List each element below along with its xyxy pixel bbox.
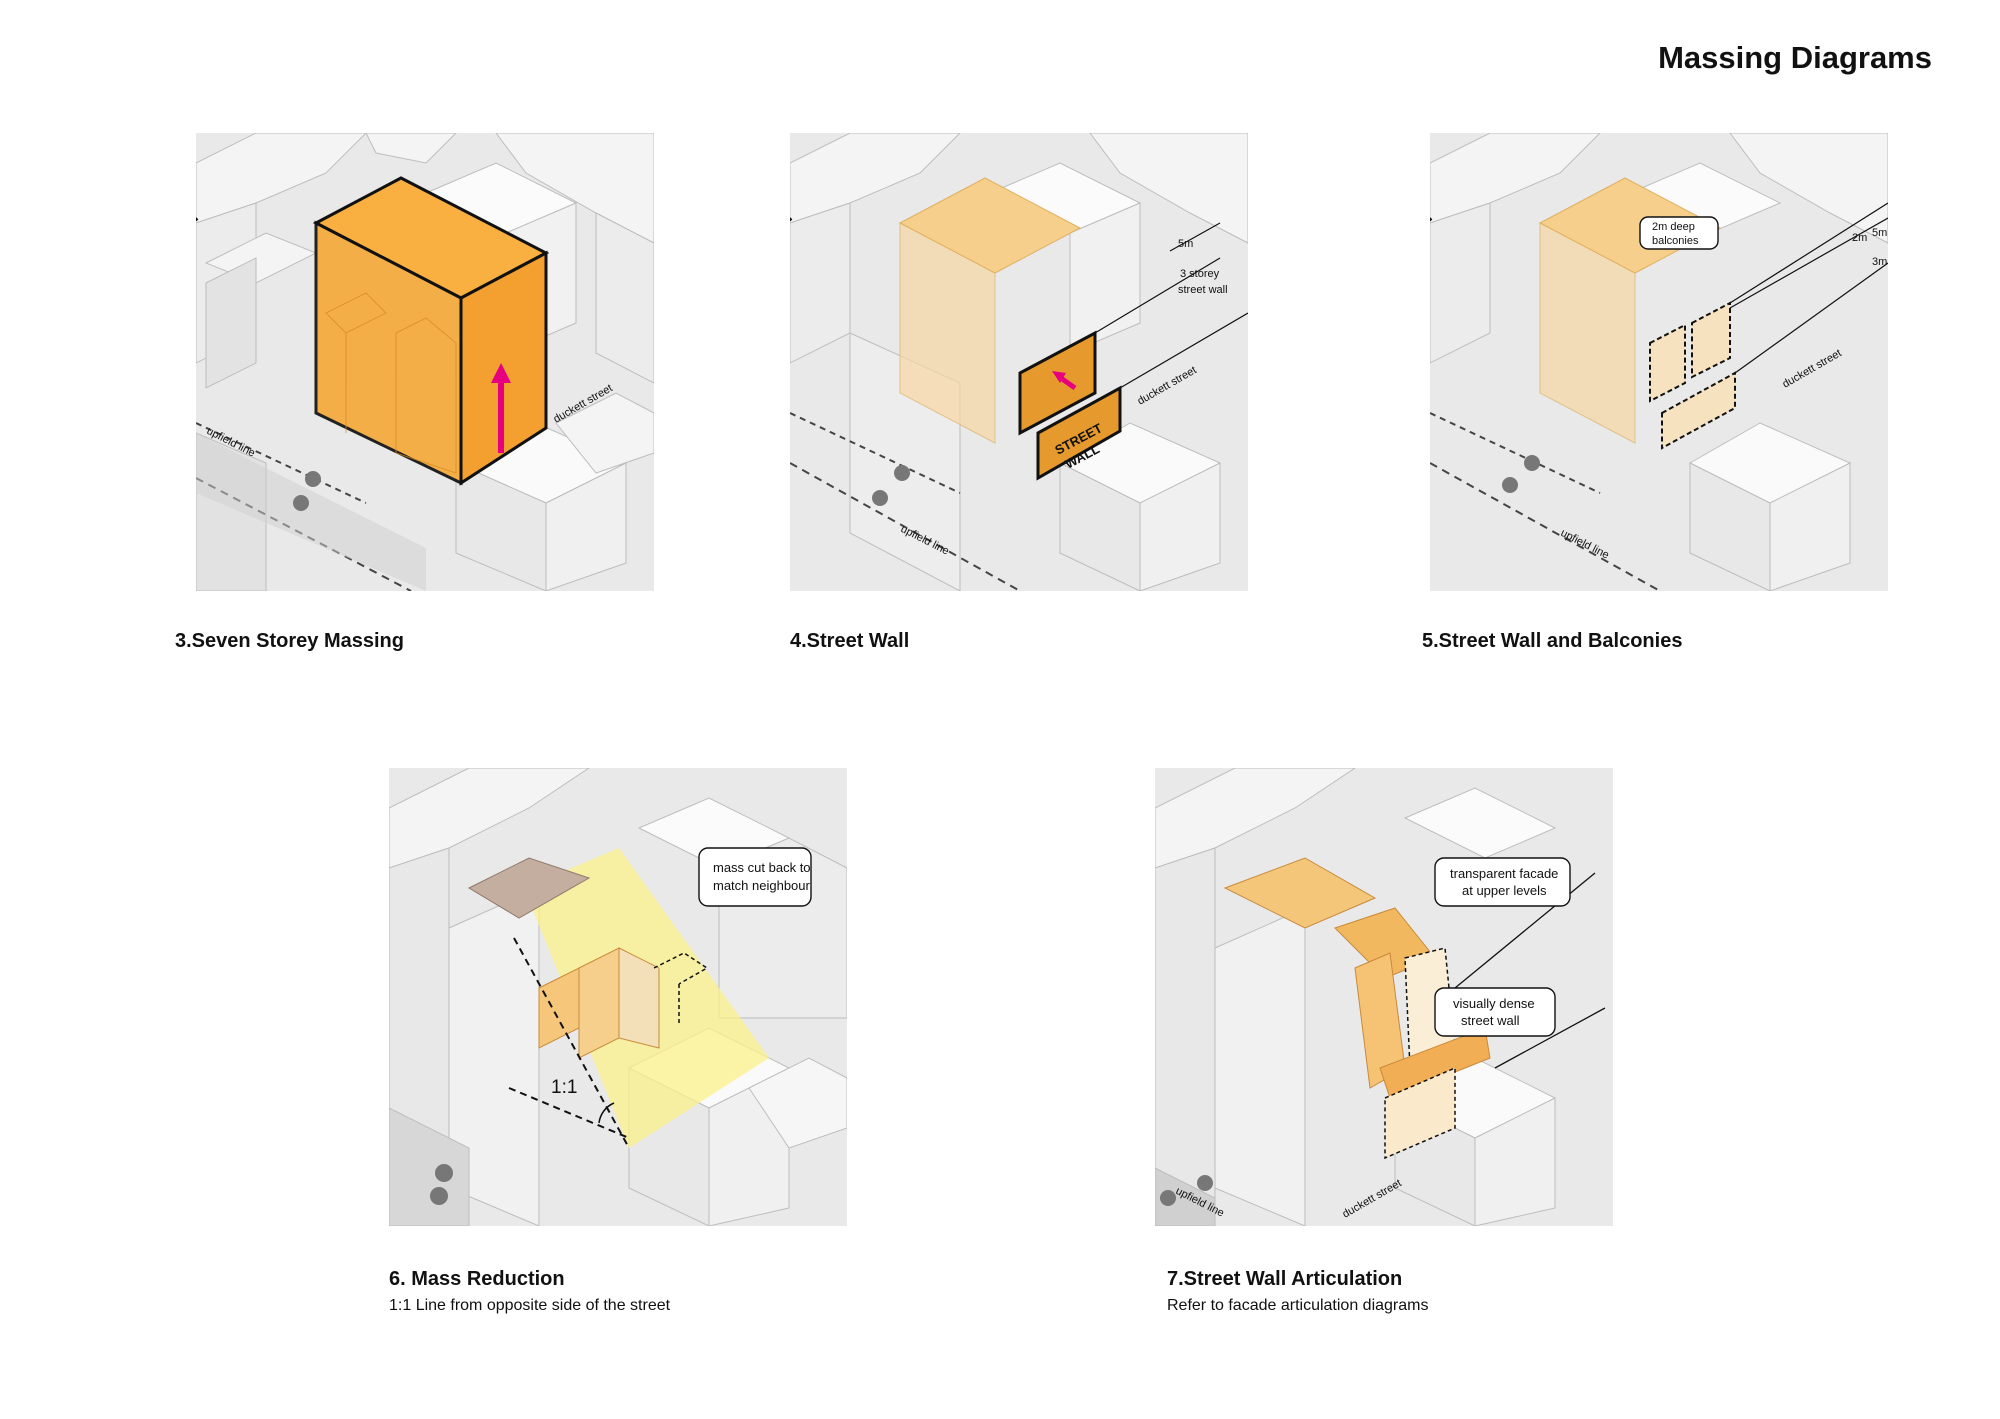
north-arrow-icon: N [790,209,795,227]
station-icon [293,471,321,511]
massing-drawing: N duckett street upfield line [196,133,654,591]
neighbour-roof [467,857,591,919]
diagram-street-wall-articulation: transparent facade at upper levels visua… [1155,768,1613,1226]
north-arrow-icon: N [1430,209,1435,227]
diagram-mass-reduction: 1:1 mass cut back to match neighbour N [389,768,847,1226]
wall-arrow [1052,371,1077,391]
street-label: duckett street [1781,347,1844,390]
station-icon [1502,455,1540,493]
callout-box-b [1434,987,1556,1037]
balconies-drawing: 2m deep balconies 2m 5m 3m N duckett str… [1430,133,1888,591]
callout-a1: transparent facade [1450,866,1558,881]
mass-reduction-drawing: 1:1 mass cut back to match neighbour N [389,768,847,1226]
callout-a2: at upper levels [1462,883,1547,898]
street-label: duckett street [1136,364,1199,407]
callout-1: mass cut back to [713,860,811,875]
rail-label: upfield line [1559,527,1611,562]
subcaption-7: Refer to facade articulation diagrams [1167,1297,1429,1314]
caption-3: 3.Seven Storey Massing [175,630,404,652]
dim-3m: 3m [1872,256,1887,268]
street-wall-drawing: STREET WALL 5m 3 storey street wall N du… [790,133,1248,591]
massing-volume [538,947,660,1059]
caption-4: 4.Street Wall [790,630,910,652]
caption-7: 7.Street Wall Articulation [1167,1268,1403,1290]
massing-volume [1223,857,1491,1160]
diagram-street-wall: STREET WALL 5m 3 storey street wall N du… [790,133,1248,591]
dim-5m: 5m [1178,238,1193,250]
station-icon [1160,1175,1213,1206]
callout-box-a [1434,857,1571,907]
station-icon [430,1164,453,1205]
ratio-label: 1:1 [551,1077,577,1098]
svg-text:N: N [790,209,795,227]
dim-text-2: street wall [1178,284,1228,296]
dim-text-1: 3 storey [1180,268,1220,280]
callout-box [698,847,812,907]
articulation-drawing: transparent facade at upper levels visua… [1155,768,1606,1226]
diagram-street-wall-balconies: 2m deep balconies 2m 5m 3m N duckett str… [1430,133,1888,591]
diagram-seven-storey-massing: N duckett street upfield line [196,133,654,591]
page-title: Massing Diagrams [1658,40,1932,75]
north-arrow-icon: N [196,209,201,227]
balcony-outlines [1649,301,1736,450]
svg-text:N: N [196,209,201,227]
callout-box [1639,216,1719,250]
svg-text:N: N [1430,209,1435,227]
callout-2: match neighbour [713,878,811,893]
callout-1: 2m deep [1652,221,1695,233]
callout-b1: visually dense [1453,996,1535,1011]
station-icon [872,465,910,506]
dim-2m: 2m [1852,232,1867,244]
caption-6: 6. Mass Reduction [389,1268,565,1290]
massing-volume [898,177,1082,444]
street-wall-volume [1018,330,1122,481]
street-label: duckett street [1341,1177,1404,1220]
caption-5: 5.Street Wall and Balconies [1422,630,1683,652]
subcaption-6: 1:1 Line from opposite side of the stree… [389,1297,671,1314]
dim-5m: 5m [1872,227,1887,239]
callout-2: balconies [1652,235,1699,247]
height-arrow [491,363,511,453]
callout-b2: street wall [1461,1013,1520,1028]
